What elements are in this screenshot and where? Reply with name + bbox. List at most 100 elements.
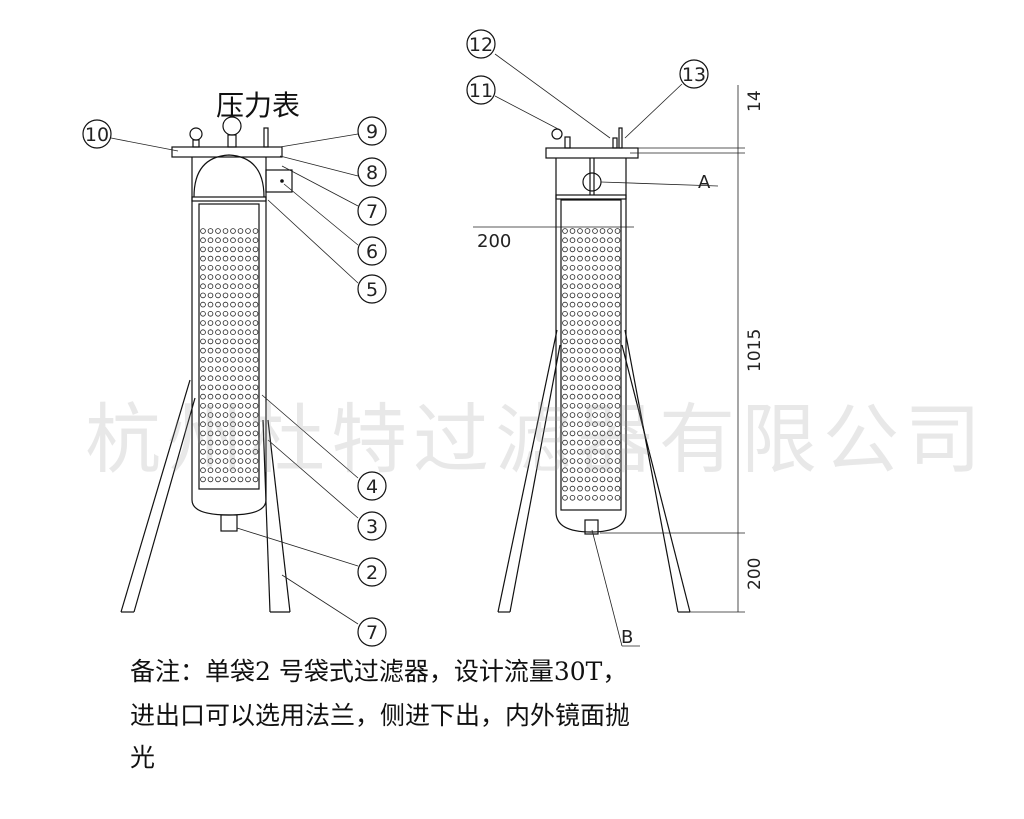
perforation-hole: [614, 228, 621, 234]
perforation-hole: [577, 421, 583, 428]
perforation-hole: [215, 338, 221, 345]
perforation-hole: [237, 421, 244, 428]
perforation-hole: [230, 421, 236, 428]
perforation-hole: [592, 393, 598, 400]
perforation-hole: [584, 393, 591, 400]
perforation-hole: [245, 255, 251, 262]
left-vessel: [120, 116, 293, 613]
perforation-hole: [607, 310, 613, 317]
perforation-hole: [252, 430, 259, 437]
perforation-hole: [237, 274, 244, 280]
callout-circle: [357, 116, 387, 146]
perforation-hole: [614, 402, 621, 409]
perforation-hole: [215, 384, 221, 391]
perforation-hole: [607, 228, 613, 234]
perforation-hole: [592, 320, 598, 326]
perforation-hole: [607, 237, 613, 244]
perforation-hole: [584, 412, 591, 418]
perforation-hole: [607, 494, 613, 501]
perforation-hole: [200, 255, 206, 262]
perforation-hole: [230, 412, 236, 418]
callout-circle: [82, 119, 112, 149]
perforation-hole: [614, 494, 621, 501]
perforation-hole: [237, 292, 244, 299]
perforation-hole: [569, 228, 576, 234]
callout-circle: [466, 29, 496, 59]
perforation-hole: [584, 246, 591, 253]
perforation-hole: [215, 439, 221, 446]
perforation-hole: [222, 375, 229, 382]
perforation-hole: [599, 283, 606, 290]
perforation-hole: [237, 228, 244, 234]
perforation-hole: [252, 356, 259, 363]
perforation-hole: [592, 246, 598, 253]
perforation-hole: [599, 228, 606, 234]
vent-valve-icon: [263, 127, 269, 148]
perforation-hole: [252, 329, 259, 336]
perforation-hole: [562, 375, 568, 382]
perforation-hole: [584, 292, 591, 299]
perforation-hole: [562, 494, 568, 501]
perforation-hole: [237, 329, 244, 336]
perforation-hole: [592, 338, 598, 345]
perforation-hole: [222, 310, 229, 317]
perforation-hole: [577, 347, 583, 354]
perforation-hole: [245, 393, 251, 400]
perforation-hole: [607, 347, 613, 354]
perforation-hole: [222, 274, 229, 280]
perforation-hole: [230, 384, 236, 391]
perforation-hole: [607, 421, 613, 428]
perforation-hole: [584, 494, 591, 501]
perforation-hole: [569, 467, 576, 474]
perforation-hole: [245, 356, 251, 363]
perforation-hole: [614, 356, 621, 363]
perforation-hole: [245, 338, 251, 345]
perforation-hole: [222, 458, 229, 464]
perforation-hole: [614, 283, 621, 290]
perforation-hole: [562, 412, 568, 418]
perforation-hole: [215, 274, 221, 280]
perforation-hole: [237, 301, 244, 308]
perforation-hole: [237, 476, 244, 483]
perforation-hole: [222, 439, 229, 446]
perforation-hole: [207, 356, 214, 363]
perforation-hole: [207, 264, 214, 271]
perforation-hole: [577, 402, 583, 409]
perforation-hole: [592, 467, 598, 474]
perforation-hole: [252, 421, 259, 428]
perforation-hole: [200, 246, 206, 253]
perforation-hole: [592, 274, 598, 280]
perforation-hole: [200, 310, 206, 317]
perforation-hole: [614, 255, 621, 262]
perforation-hole: [222, 384, 229, 391]
perforation-hole: [200, 421, 206, 428]
callout-number: 7: [366, 201, 378, 223]
perforation-hole: [584, 274, 591, 280]
dim-top: 14: [745, 90, 765, 112]
perforation-hole: [614, 292, 621, 299]
perforation-hole: [599, 264, 606, 271]
perforation-hole: [584, 421, 591, 428]
perforation-hole: [569, 393, 576, 400]
perforation-hole: [222, 421, 229, 428]
perforation-hole: [230, 467, 236, 474]
perforation-hole: [215, 329, 221, 336]
perforation-hole: [614, 421, 621, 428]
note-line-3: 光: [130, 743, 156, 772]
perforation-hole: [562, 301, 568, 308]
perforation-hole: [230, 237, 236, 244]
perforation-hole: [207, 458, 214, 464]
perforation-hole: [569, 430, 576, 437]
perforation-hole: [207, 237, 214, 244]
perforation-hole: [569, 458, 576, 464]
perforation-hole: [569, 301, 576, 308]
perforation-hole: [207, 402, 214, 409]
lifting-ring-icon: [189, 127, 203, 141]
perforation-hole: [584, 301, 591, 308]
perforation-hole: [569, 246, 576, 253]
perforation-hole: [200, 356, 206, 363]
perforation-hole: [215, 366, 221, 372]
perforation-hole: [584, 347, 591, 354]
perforation-hole: [200, 228, 206, 234]
perforation-hole: [614, 246, 621, 253]
